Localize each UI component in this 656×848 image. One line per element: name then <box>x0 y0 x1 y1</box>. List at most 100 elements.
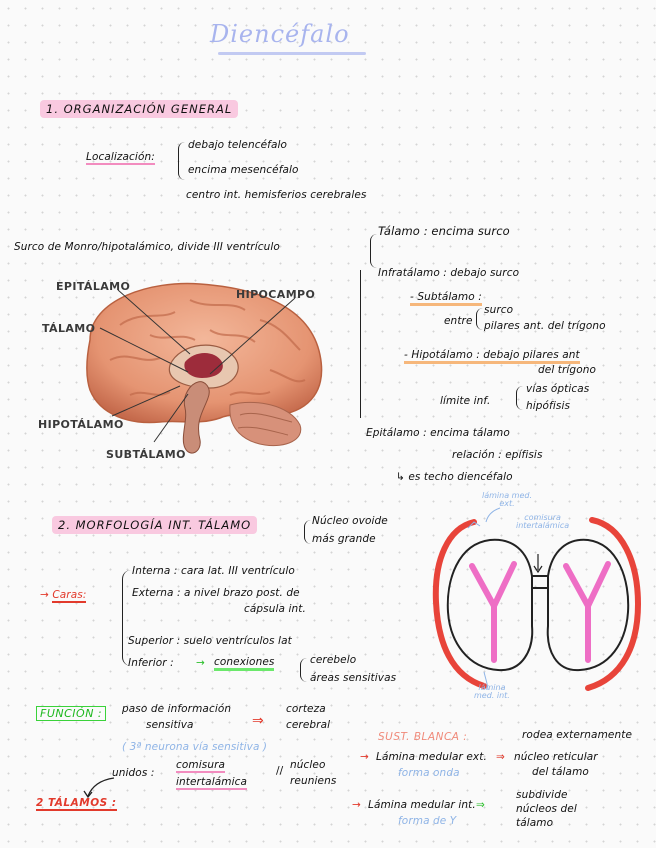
funcion-label: FUNCIÓN : <box>36 706 107 721</box>
forma-y: forma de Y <box>398 815 457 827</box>
localizacion-label: Localización: <box>86 151 155 165</box>
limite-item-1: vías ópticas <box>526 383 590 395</box>
caras-brace <box>122 570 131 666</box>
localizacion-brace <box>178 142 185 180</box>
section2-heading: 2. MORFOLOGÍA INT. TÁLAMO <box>52 516 258 534</box>
lamina-ext-dest-2: del tálamo <box>532 766 589 778</box>
diag-label-lamina-int-2: med. int. <box>474 691 510 701</box>
cara-inferior-label: Inferior : <box>128 657 174 669</box>
neurona-note: ( 3ª neurona vía sensitiva ) <box>122 741 268 753</box>
limite-item-2: hipófisis <box>526 400 571 412</box>
lamina-int: Lámina medular int. <box>368 799 476 811</box>
comisura-text: comisura <box>176 759 226 773</box>
lamina-ext-dest-1: núcleo reticular <box>514 751 598 763</box>
caras-text: Caras: <box>52 589 87 603</box>
forma-onda: forma onda <box>398 767 460 779</box>
comisura-line-2: intertalámica <box>176 776 248 790</box>
loc-item-1: debajo telencéfalo <box>188 139 288 151</box>
comisura-sep: // <box>276 765 284 777</box>
brain-label-talamo: TÁLAMO <box>42 322 96 335</box>
subtalamo-text: - Subtálamo : <box>410 291 482 306</box>
diag-label-comisura-1: comisura <box>524 513 561 522</box>
diag-label-lamina-ext: lámina med. ext. <box>482 491 532 509</box>
diag-label-lamina-ext-1: lámina med. <box>482 491 532 500</box>
dos-talamos: 2 TÁLAMOS : <box>36 797 117 811</box>
sust-blanca-text: rodea externamente <box>522 729 633 741</box>
caras-arrow: → <box>40 589 53 601</box>
lamina-int-dest-3: tálamo <box>516 817 554 829</box>
lamina-ext-arrow: → <box>360 751 369 763</box>
entre-label: entre <box>444 315 473 327</box>
comisura-text-2: intertalámica <box>176 776 248 790</box>
thalamus-diagram <box>432 507 642 691</box>
title-underline <box>218 52 366 55</box>
infratalamo-vline <box>360 270 361 418</box>
caras-label: → Caras: <box>40 589 87 603</box>
cara-externa: Externa : a nivel brazo post. de <box>132 587 300 599</box>
relacion-line: relación : epífisis <box>452 449 543 461</box>
limite-label: límite inf. <box>440 395 491 407</box>
subtalamo-line: - Subtálamo : <box>410 291 482 306</box>
conexiones-label: conexiones <box>214 657 275 671</box>
techo-text: es techo diencéfalo <box>408 471 513 483</box>
diag-label-lamina-ext-2: ext. <box>499 499 515 509</box>
techo-arrow: ↳ <box>396 471 409 483</box>
talamo-line: Tálamo : encima surco <box>378 224 510 238</box>
lamina-int-dest-1: subdivide <box>516 789 568 801</box>
cara-externa-2: cápsula int. <box>244 603 306 615</box>
conexiones-brace <box>300 658 307 682</box>
nucleo-brace <box>304 520 311 544</box>
unidos-label: unidos : <box>112 767 155 779</box>
funcion-text-2: sensitiva <box>146 719 194 731</box>
dos-talamos-text: 2 TÁLAMOS : <box>36 797 117 811</box>
reuniens-2: reuniens <box>290 775 337 787</box>
funcion-text: paso de información <box>122 703 232 715</box>
loc-item-2: encima mesencéfalo <box>188 164 299 176</box>
epitalamo-line: Epitálamo : encima tálamo <box>366 427 510 439</box>
brain-illustration <box>86 282 323 454</box>
reuniens-1: núcleo <box>290 759 326 771</box>
entre-brace <box>476 308 483 330</box>
techo-line: ↳ es techo diencéfalo <box>396 472 513 483</box>
brain-label-hipotalamo: HIPOTÁLAMO <box>38 418 124 431</box>
diag-label-lamina-int-1: lámina <box>478 683 506 692</box>
conexiones-item-1: cerebelo <box>310 654 357 666</box>
funcion-dest-2: cerebral <box>286 719 331 731</box>
brain-label-hipocampo: HIPOCAMPO <box>236 288 316 301</box>
conexiones-item-2: áreas sensitivas <box>310 672 397 684</box>
limite-brace <box>516 386 523 410</box>
hipotalamo-line-2: del trígono <box>538 364 596 376</box>
lamina-ext-arrow2: ⇒ <box>496 751 505 763</box>
hipotalamo-line: - Hipotálamo : debajo pilares ant <box>404 349 580 364</box>
cara-interna: Interna : cara lat. III ventrículo <box>132 565 295 577</box>
section1-heading: 1. ORGANIZACIÓN GENERAL <box>40 100 239 118</box>
brain-label-epitalamo: EPITÁLAMO <box>56 280 131 293</box>
lamina-ext: Lámina medular ext. <box>376 751 487 763</box>
diag-label-comisura-2: intertalámica <box>516 521 570 531</box>
comisura-line: comisura <box>176 759 226 773</box>
diag-label-lamina-int: lámina med. int. <box>474 683 510 701</box>
cara-superior: Superior : suelo ventrículos lat <box>128 635 292 647</box>
sust-blanca-label: SUST. BLANCA : <box>378 731 468 743</box>
lamina-int-arrow: → <box>352 799 361 811</box>
section2-heading-text: 2. MORFOLOGÍA INT. TÁLAMO <box>52 516 258 534</box>
surco-line: Surco de Monro/hipotalámico, divide III … <box>14 241 280 253</box>
unidos-arrow <box>83 777 115 799</box>
entre-item-1: surco <box>484 304 514 316</box>
brain-label-subtalamo: SUBTÁLAMO <box>106 448 186 461</box>
page-title: Diencéfalo <box>210 20 350 48</box>
nucleo-line-2: más grande <box>312 533 376 545</box>
conexiones-arrow: → <box>196 657 205 669</box>
hipotalamo-text: - Hipotálamo : debajo pilares ant <box>404 349 580 364</box>
entre-item-2: pilares ant. del trígono <box>484 320 606 332</box>
nucleo-line-1: Núcleo ovoide <box>312 515 388 527</box>
section1-heading-text: 1. ORGANIZACIÓN GENERAL <box>40 100 239 118</box>
loc-note: centro int. hemisferios cerebrales <box>186 189 367 201</box>
funcion-dest-1: corteza <box>286 703 326 715</box>
funcion-arrow: ⇒ <box>252 713 264 729</box>
lamina-int-dest-2: núcleos del <box>516 803 577 815</box>
infratalamo-line: Infratálamo : debajo surco <box>378 267 520 279</box>
diag-label-comisura: comisura intertalámica <box>516 513 570 531</box>
lamina-int-arrow2: ⇒ <box>476 799 485 811</box>
surco-brace <box>370 234 377 268</box>
